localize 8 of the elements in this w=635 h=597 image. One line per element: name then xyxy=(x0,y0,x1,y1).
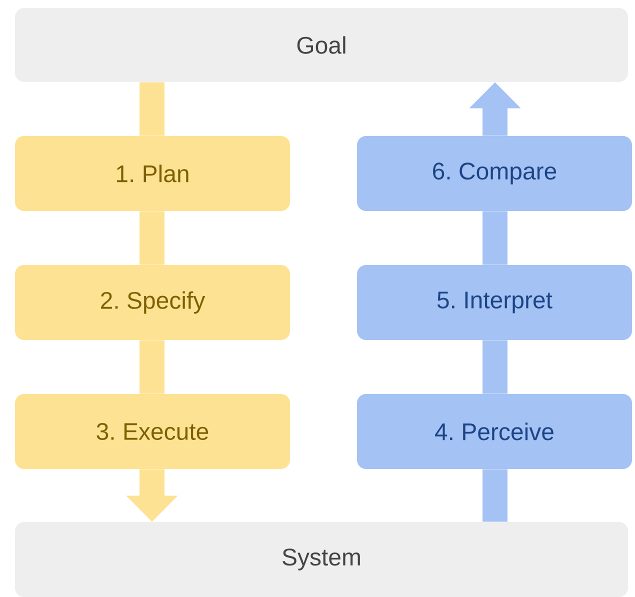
step-box: 5. Interpret xyxy=(357,265,632,340)
step-box: 4. Perceive xyxy=(357,394,632,469)
system-box: System xyxy=(15,522,628,597)
step-box: 2. Specify xyxy=(15,265,290,340)
goal-box: Goal xyxy=(15,8,628,82)
step-box: 1. Plan xyxy=(15,136,290,211)
step-box: 3. Execute xyxy=(15,394,290,469)
step-box: 6. Compare xyxy=(357,136,632,211)
